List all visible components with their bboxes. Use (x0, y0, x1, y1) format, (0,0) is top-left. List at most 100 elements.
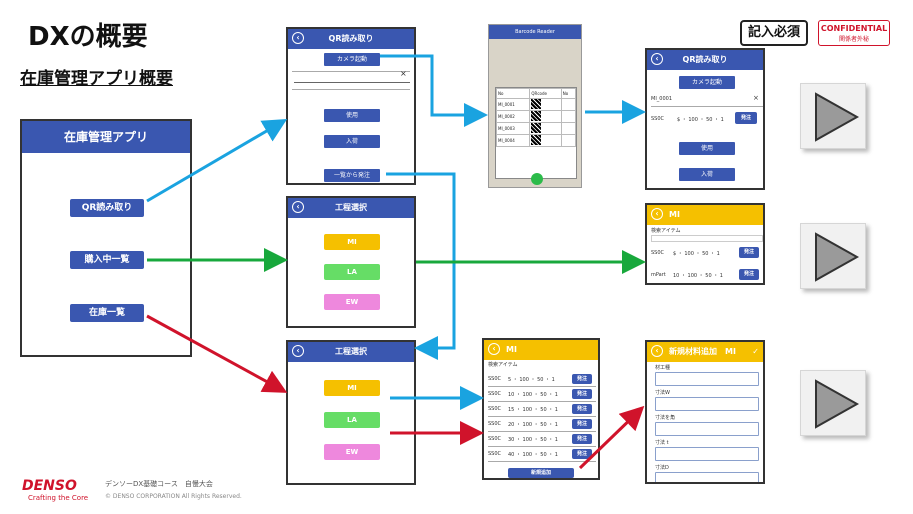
process-mi-button[interactable]: MI (324, 380, 380, 396)
item-values: 40 ・ 100 ・ 50 ・ 1 (508, 452, 558, 458)
item-name: SS0C (488, 436, 502, 442)
item-values: 10 ・ 100 ・ 50 ・ 1 (673, 273, 723, 279)
item-name: SS0C (488, 406, 502, 412)
purchasing-title: MI (669, 210, 680, 219)
column-header-row (651, 235, 763, 242)
qr-screen-header: ‹ QR読み取り (288, 29, 414, 49)
item-name: mPart (651, 272, 666, 278)
process-ew-button[interactable]: EW (324, 444, 380, 460)
process-header: ‹工程選択 (288, 198, 414, 218)
required-badge: 記入必須 (740, 20, 808, 46)
field-input[interactable] (655, 422, 759, 436)
back-icon[interactable]: ‹ (488, 343, 500, 355)
order-button[interactable]: 発注 (735, 112, 757, 124)
back-icon[interactable]: ‹ (292, 345, 304, 357)
field-input[interactable] (655, 372, 759, 386)
receive-button[interactable]: 入荷 (324, 135, 380, 148)
field-input[interactable] (655, 472, 759, 482)
divider (488, 416, 596, 417)
divider (488, 401, 596, 402)
play-icon (815, 92, 860, 142)
confidential-label: CONFIDENTIAL (820, 24, 888, 33)
back-icon[interactable]: ‹ (651, 345, 663, 357)
play-icon (815, 232, 860, 282)
back-icon[interactable]: ‹ (292, 32, 304, 44)
arrow-new-material (578, 405, 645, 470)
purchasing-list-button[interactable]: 購入中一覧 (70, 251, 144, 269)
item-values: $ ・ 100 ・ 50 ・ 1 (673, 251, 720, 257)
camera-button[interactable]: カメラ起動 (324, 53, 380, 66)
item-name: SS0C (488, 451, 502, 457)
item-name: SS0C (651, 116, 665, 122)
close-icon[interactable]: × (400, 69, 407, 78)
play-video-button[interactable] (800, 83, 866, 149)
item-name: SS0C (488, 376, 502, 382)
order-button[interactable]: 発注 (739, 247, 759, 258)
field-input[interactable] (655, 447, 759, 461)
order-button[interactable]: 発注 (572, 419, 592, 429)
order-button[interactable]: 発注 (739, 269, 759, 280)
order-from-list-button[interactable]: 一覧から発注 (324, 169, 380, 182)
order-button[interactable]: 発注 (572, 404, 592, 414)
new-material-screen: ‹新規材料追加 MI✓ 材工種 寸法W 寸法を角 寸法 t 寸法D (645, 340, 765, 484)
process-select-screen: ‹工程選択 MI LA EW (286, 196, 416, 328)
back-icon[interactable]: ‹ (292, 201, 304, 213)
item-values: 20 ・ 100 ・ 50 ・ 1 (508, 422, 558, 428)
item-values: 30 ・ 100 ・ 50 ・ 1 (508, 437, 558, 443)
qr-result-header: ‹QR読み取り (647, 50, 763, 70)
qr-read-button[interactable]: QR読み取り (70, 199, 144, 217)
slide-title: DXの概要 (28, 22, 148, 52)
order-button[interactable]: 発注 (572, 374, 592, 384)
order-button[interactable]: 発注 (572, 449, 592, 459)
divider (292, 71, 410, 72)
field-input[interactable] (655, 397, 759, 411)
process-ew-button[interactable]: EW (324, 294, 380, 310)
confidential-sub: 関係者外秘 (838, 36, 869, 43)
back-icon[interactable]: ‹ (651, 53, 663, 65)
slide-subtitle: 在庫管理アプリ概要 (20, 69, 173, 89)
purchasing-list-screen: ‹MI 検索アイテム SS0C $ ・ 100 ・ 50 ・ 1 発注 mPar… (645, 203, 765, 285)
item-name: SS0C (488, 421, 502, 427)
stock-title: MI (506, 345, 517, 354)
company-tagline: Crafting the Core (28, 494, 89, 502)
process-la-button[interactable]: LA (324, 264, 380, 280)
stock-list-button[interactable]: 在庫一覧 (70, 304, 144, 322)
close-icon[interactable]: × (753, 94, 759, 102)
camera-button[interactable]: カメラ起動 (679, 76, 735, 89)
qr-screen: ‹ QR読み取り カメラ起動 × 使用 入荷 一覧から発注 (286, 27, 416, 185)
field-label: 寸法 t (655, 440, 669, 446)
copyright: © DENSO CORPORATION All Rights Reserved. (105, 493, 242, 500)
stock-header: ‹ MI (484, 340, 598, 360)
use-button[interactable]: 使用 (679, 142, 735, 155)
check-icon[interactable]: ✓ (752, 347, 759, 356)
receive-button[interactable]: 入荷 (679, 168, 735, 181)
qr-code-input[interactable] (294, 73, 410, 83)
divider (488, 461, 596, 462)
item-values: 5 ・ 100 ・ 50 ・ 1 (508, 377, 555, 383)
play-video-button[interactable] (800, 223, 866, 289)
process-mi-button[interactable]: MI (324, 234, 380, 250)
confidential-stamp: CONFIDENTIAL 関係者外秘 (818, 20, 890, 46)
field-label: 寸法W (655, 390, 670, 396)
order-button[interactable]: 発注 (572, 389, 592, 399)
qr-screen-title: QR読み取り (328, 34, 374, 43)
play-video-button[interactable] (800, 370, 866, 436)
arrow-camera (380, 54, 488, 127)
order-button[interactable]: 発注 (572, 434, 592, 444)
use-button[interactable]: 使用 (324, 109, 380, 122)
back-icon[interactable]: ‹ (651, 208, 663, 220)
item-values: $ ・ 100 ・ 50 ・ 1 (677, 117, 724, 123)
qr-icon (531, 135, 542, 145)
main-app-title: 在庫管理アプリ (22, 121, 190, 153)
shutter-icon[interactable] (531, 173, 543, 185)
process-la-button[interactable]: LA (324, 412, 380, 428)
process-header: ‹工程選択 (288, 342, 414, 362)
purchasing-header: ‹ MI (647, 205, 763, 225)
search-category: 検索アイテム (651, 228, 681, 234)
item-name: SS0C (488, 391, 502, 397)
new-add-button[interactable]: 新規追加 (508, 468, 574, 478)
field-label: 寸法を角 (655, 415, 676, 421)
